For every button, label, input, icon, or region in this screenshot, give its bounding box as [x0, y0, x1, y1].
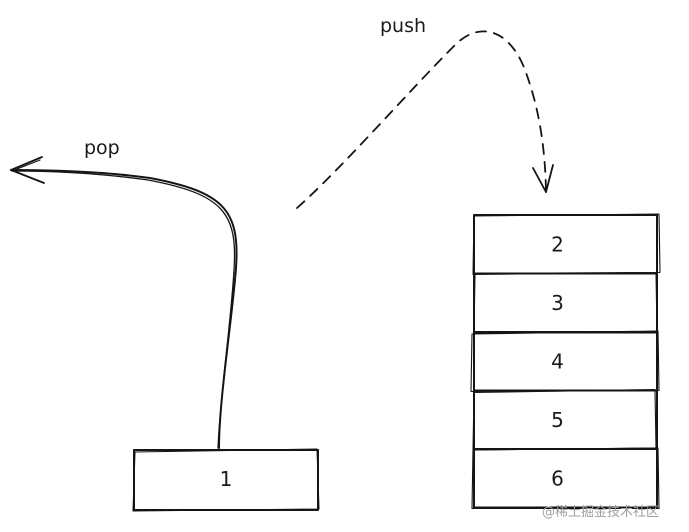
pop-arrow [10, 156, 238, 449]
stack-item-label: 5 [551, 408, 564, 432]
stack-item-label: 6 [551, 466, 564, 490]
stack-item-box: 2 [472, 213, 661, 276]
stack: 2 3 4 5 6 [470, 213, 661, 510]
push-arrow [296, 30, 554, 209]
stack-item-label: 3 [551, 291, 564, 315]
stack-item-label: 4 [551, 349, 564, 373]
stack-item-box: 6 [471, 447, 660, 510]
watermark: @稀土掘金技术社区 [542, 504, 659, 520]
stack-item-box: 4 [470, 330, 660, 393]
popped-item-label: 1 [220, 467, 233, 491]
push-label: push [380, 15, 426, 37]
pop-label: pop [84, 137, 120, 159]
stack-item-box: 3 [473, 271, 658, 334]
popped-item-box [132, 448, 320, 512]
stack-item-label: 2 [551, 232, 564, 256]
stack-item-box: 5 [472, 388, 658, 451]
